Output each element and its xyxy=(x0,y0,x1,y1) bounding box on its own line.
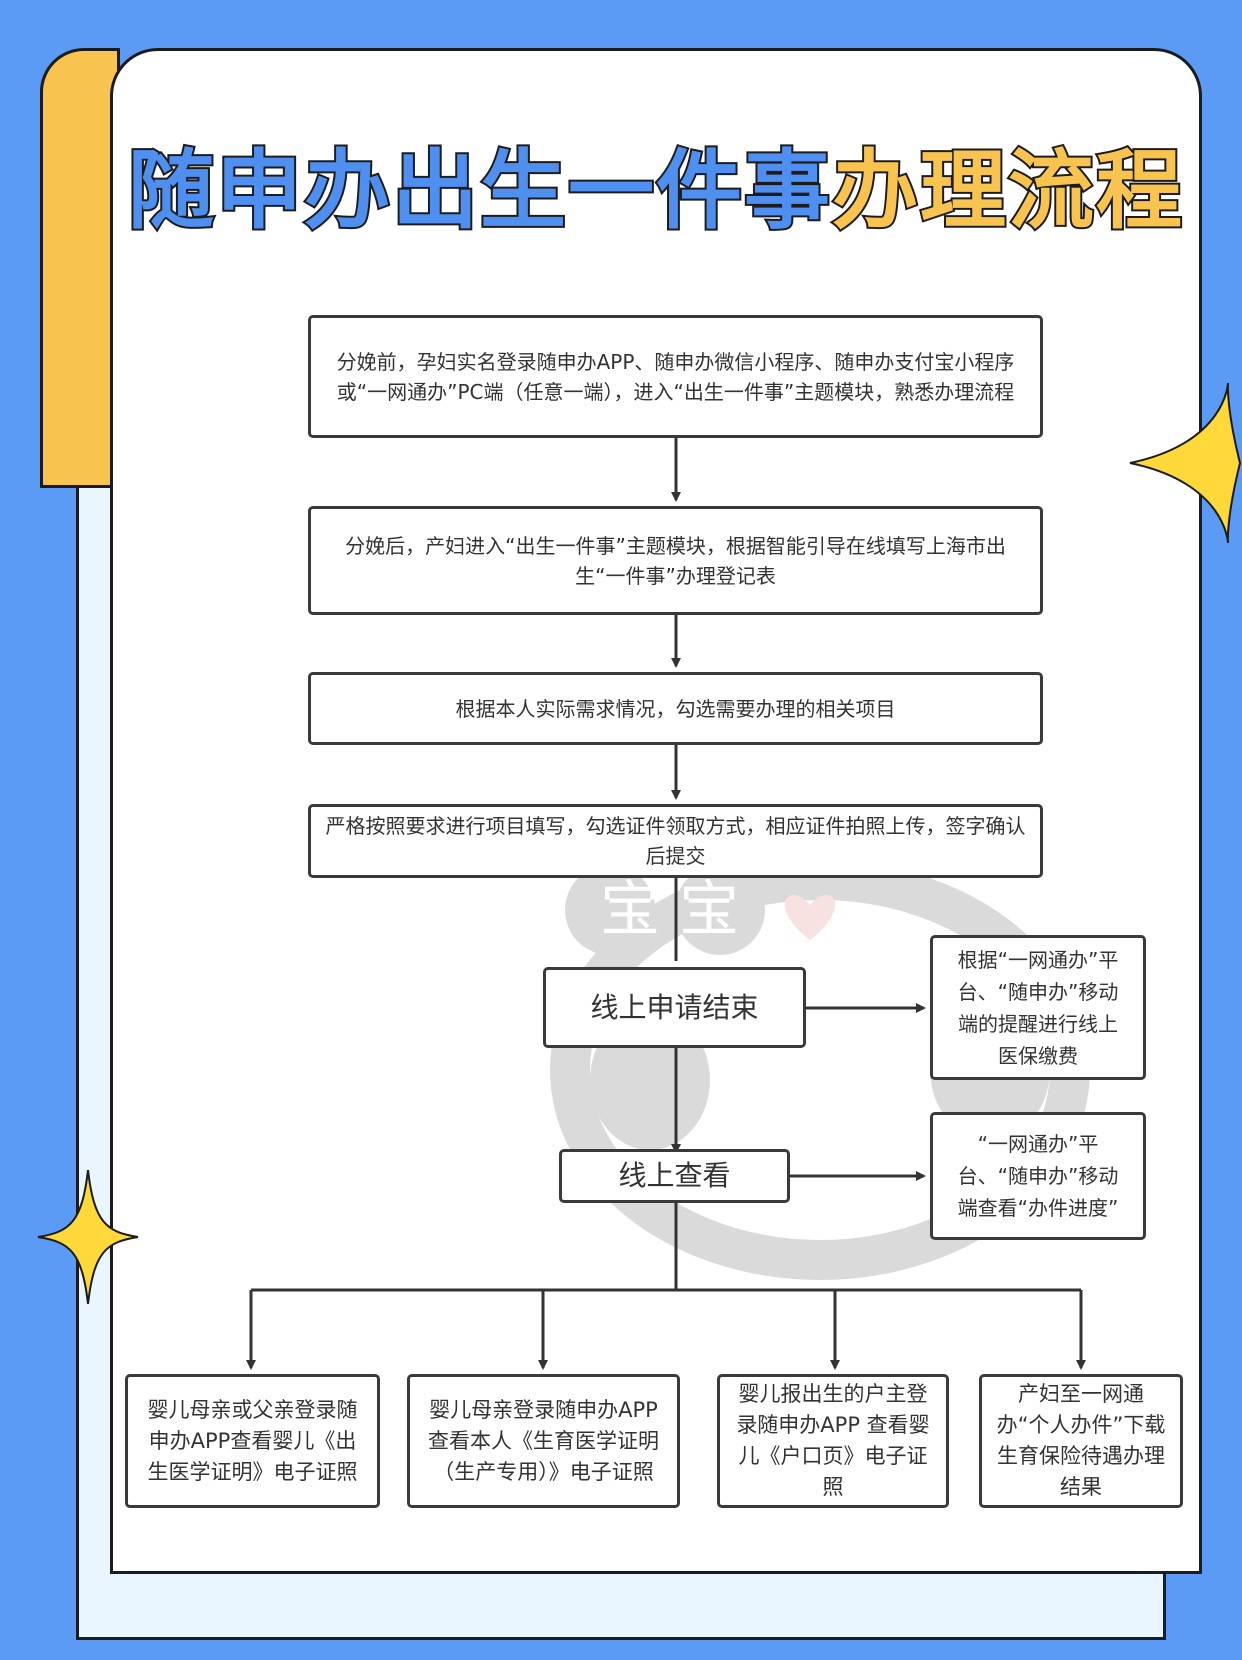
result-box-4: 产妇至一网通办“个人办件”下载生育保险待遇办理结果 xyxy=(979,1374,1183,1508)
result-box-2: 婴儿母亲登录随申办APP查看本人《生育医学证明（生产专用）》电子证照 xyxy=(407,1374,680,1508)
title-part-blue: 随申办出生一件事 xyxy=(126,139,832,243)
flow-side-payment: 根据“一网通办”平台、“随申办”移动端的提醒进行线上医保缴费 xyxy=(930,935,1146,1080)
result-box-3: 婴儿报出生的户主登录随申办APP 查看婴儿《户口页》电子证照 xyxy=(717,1374,949,1508)
result-box-1: 婴儿母亲或父亲登录随申办APP查看婴儿《出生医学证明》电子证照 xyxy=(125,1374,380,1508)
yellow-tab-decoration xyxy=(40,48,120,488)
flow-side-progress: “一网通办”平台、“随申办”移动端查看“办件进度” xyxy=(930,1112,1146,1240)
svg-text:宝 宝: 宝 宝 xyxy=(600,875,739,945)
flow-step-3: 根据本人实际需求情况，勾选需要办理的相关项目 xyxy=(308,672,1043,745)
flow-step-online-apply-end: 线上申请结束 xyxy=(543,967,806,1048)
flow-step-1: 分娩前，孕妇实名登录随申办APP、随申办微信小程序、随申办支付宝小程序或“一网通… xyxy=(308,315,1043,438)
flow-step-online-check: 线上查看 xyxy=(559,1149,790,1203)
sparkle-star-right xyxy=(1129,383,1242,543)
flow-step-2: 分娩后，产妇进入“出生一件事”主题模块，根据智能引导在线填写上海市出生“一件事”… xyxy=(308,506,1043,615)
title-part-yellow: 办理流程 xyxy=(830,139,1184,243)
flow-step-4: 严格按照要求进行项目填写，勾选证件领取方式，相应证件拍照上传，签字确认后提交 xyxy=(308,804,1043,878)
sparkle-star-left xyxy=(37,1170,139,1304)
page-title: 随申办出生一件事办理流程 xyxy=(110,120,1202,245)
